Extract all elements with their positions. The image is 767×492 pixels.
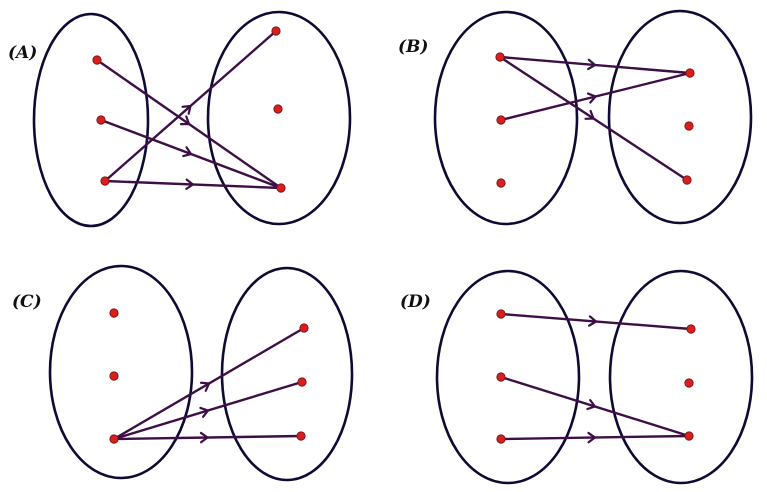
codomain-point (684, 378, 694, 388)
codomain-point (296, 431, 306, 441)
domain-point (496, 178, 506, 188)
codomain-set-ellipse (607, 9, 753, 225)
domain-point (496, 434, 506, 444)
arrowhead-icon (179, 115, 191, 126)
codomain-point (276, 183, 286, 193)
arrowhead-icon (199, 406, 210, 418)
domain-point (496, 372, 506, 382)
domain-set-ellipse (32, 12, 150, 228)
diagram-label-c: (C) (12, 292, 42, 312)
arrowhead-icon (199, 381, 211, 392)
codomain-set-ellipse (220, 266, 354, 482)
diagram-label-a: (A) (8, 43, 37, 63)
diagram-a: (A) (8, 10, 352, 228)
domain-point (496, 115, 506, 125)
domain-set-ellipse (48, 264, 194, 480)
diagram-label-d: (D) (400, 292, 431, 312)
arrowhead-icon (199, 431, 209, 444)
domain-point (109, 308, 119, 318)
codomain-point (297, 377, 307, 387)
domain-point (92, 55, 102, 65)
domain-set-ellipse (435, 269, 581, 485)
arrowhead-icon (182, 146, 193, 158)
diagram-label-b: (B) (398, 37, 428, 57)
arrowhead-icon (588, 315, 598, 327)
codomain-set-ellipse (608, 269, 754, 485)
codomain-point (684, 121, 694, 131)
codomain-point (271, 26, 281, 36)
codomain-point (685, 68, 695, 78)
domain-point (96, 115, 106, 125)
domain-point (109, 434, 119, 444)
arrowhead-icon (181, 104, 192, 115)
diagram-b: (B) (398, 9, 753, 226)
arrowhead-icon (185, 178, 195, 190)
domain-point (109, 371, 119, 381)
codomain-point (686, 324, 696, 334)
arrowhead-icon (587, 58, 597, 71)
diagram-d: (D) (400, 269, 754, 485)
codomain-point (299, 323, 309, 333)
codomain-point (682, 175, 692, 185)
domain-point (100, 176, 110, 186)
arrowhead-icon (584, 109, 595, 120)
codomain-point (684, 431, 694, 441)
codomain-point (273, 104, 283, 114)
arrowhead-icon (586, 399, 597, 411)
codomain-set-ellipse (206, 10, 352, 226)
diagram-c: (C) (12, 264, 354, 482)
arrowhead-icon (586, 92, 597, 104)
domain-point (495, 52, 505, 62)
arrowhead-icon (587, 431, 597, 444)
domain-point (496, 309, 506, 319)
domain-set-ellipse (433, 10, 579, 226)
